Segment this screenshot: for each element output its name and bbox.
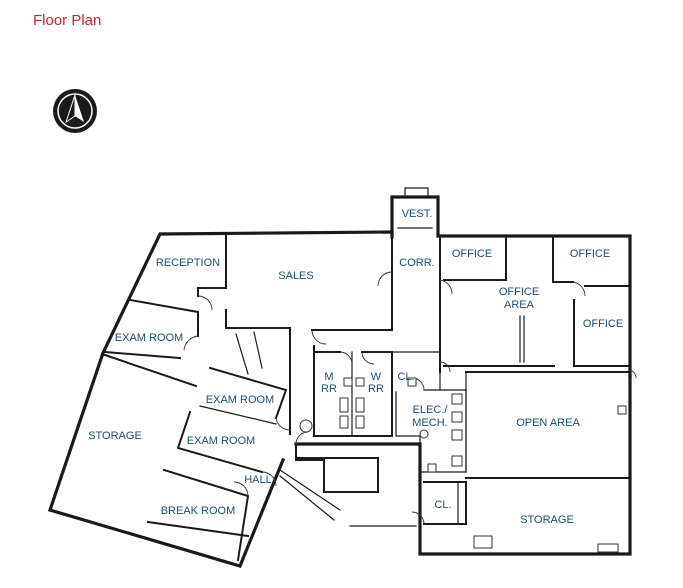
label-office-area-1: OFFICE [499, 286, 539, 298]
label-storage-2: STORAGE [520, 514, 574, 526]
doors [183, 271, 637, 525]
label-m-rr-2: RR [321, 383, 337, 395]
label-elec-1: ELEC./ [413, 404, 449, 416]
label-exam-room-3: EXAM ROOM [187, 435, 255, 447]
north-arrow-icon [53, 89, 97, 133]
label-w-rr-2: RR [368, 383, 384, 395]
page-title: Floor Plan [33, 12, 102, 29]
label-exam-room-2: EXAM ROOM [206, 394, 274, 406]
label-cl-1: CL. [397, 371, 414, 383]
label-hall: HALL [244, 474, 272, 486]
label-office-2: OFFICE [570, 248, 610, 260]
label-corr: CORR. [399, 257, 434, 269]
label-office-1: OFFICE [452, 248, 492, 260]
fixtures [299, 377, 627, 553]
label-vest: VEST. [402, 208, 433, 220]
label-open-area: OPEN AREA [516, 417, 580, 429]
label-elec-2: MECH. [412, 417, 447, 429]
label-w-rr-1: W [371, 371, 382, 383]
label-m-rr-1: M [324, 371, 333, 383]
label-cl-2: CL. [434, 499, 451, 511]
label-storage-1: STORAGE [88, 430, 142, 442]
label-break-room: BREAK ROOM [161, 505, 236, 517]
label-office-3: OFFICE [583, 318, 623, 330]
label-office-area-2: AREA [504, 299, 535, 311]
interior-walls [100, 235, 629, 562]
exterior-walls [47, 187, 632, 568]
label-sales: SALES [278, 270, 313, 282]
label-exam-room-1: EXAM ROOM [115, 332, 183, 344]
label-reception: RECEPTION [156, 257, 220, 269]
room-labels: VEST. RECEPTION SALES CORR. OFFICE OFFIC… [88, 208, 623, 526]
